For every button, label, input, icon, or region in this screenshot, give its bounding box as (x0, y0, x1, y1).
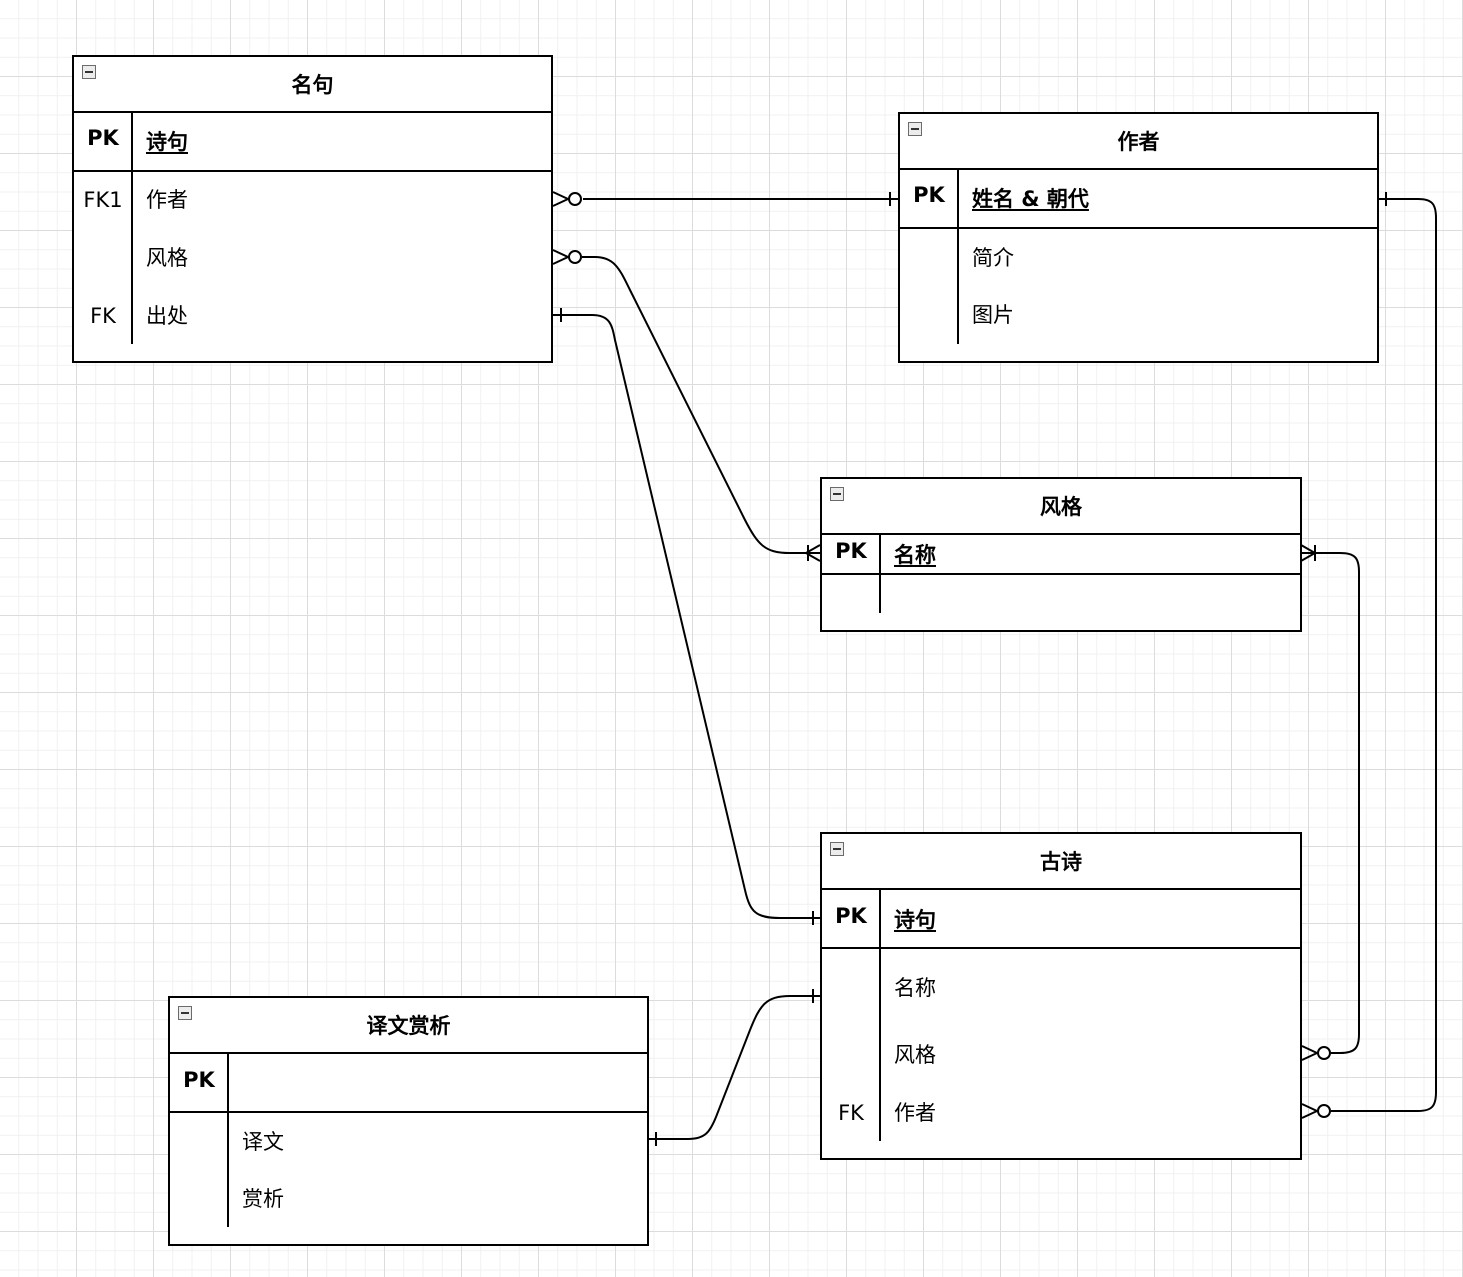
rel-mingju-source-to-gushi (553, 308, 820, 925)
field-row[interactable]: 图片 (900, 295, 1377, 335)
entity-title: 作者 (900, 114, 1377, 170)
rel-gushi-style-to-style (1300, 544, 1360, 1061)
pk-label: PK (87, 126, 119, 150)
field-row[interactable]: 名称 (822, 968, 1300, 1008)
primary-key-row[interactable]: PK 诗句 (74, 113, 551, 172)
field-row[interactable]: FK 作者 (822, 1093, 1300, 1133)
field-key: FK1 (83, 188, 123, 212)
primary-key-row[interactable]: PK (170, 1054, 647, 1113)
field-row[interactable]: FK 出处 (74, 296, 551, 336)
field-name: 风格 (894, 1043, 936, 1067)
field-name: 名称 (894, 976, 936, 1000)
field-row[interactable]: 简介 (900, 238, 1377, 278)
rel-yiwen-to-gushi (648, 989, 820, 1146)
column-divider (957, 229, 959, 344)
column-divider (131, 113, 133, 170)
pk-field: 诗句 (894, 908, 936, 932)
primary-key-row[interactable]: PK 诗句 (822, 890, 1300, 949)
entity-title: 古诗 (822, 834, 1300, 890)
pk-field: 姓名 & 朝代 (972, 187, 1089, 211)
column-divider (227, 1113, 229, 1227)
field-row[interactable]: 风格 (822, 1035, 1300, 1075)
primary-key-row[interactable]: PK 名称 (822, 535, 1300, 575)
field-key: FK (838, 1101, 864, 1125)
collapse-icon[interactable] (830, 842, 844, 856)
rel-mingju-style-to-style (552, 249, 821, 562)
field-name: 作者 (146, 188, 188, 212)
pk-label: PK (183, 1068, 215, 1092)
field-row[interactable]: FK1 作者 (74, 180, 551, 220)
pk-label: PK (835, 904, 867, 928)
entity-fengge[interactable]: 风格 PK 名称 (820, 477, 1302, 632)
entity-zuozhe[interactable]: 作者 PK 姓名 & 朝代 简介 图片 (898, 112, 1379, 363)
entity-gushi[interactable]: 古诗 PK 诗句 名称 风格 FK 作者 (820, 832, 1302, 1160)
column-divider (227, 1054, 229, 1111)
entity-mingju[interactable]: 名句 PK 诗句 FK1 作者 风格 FK 出处 (72, 55, 553, 363)
column-divider (131, 172, 133, 344)
field-name: 译文 (242, 1130, 284, 1154)
field-name: 出处 (146, 304, 188, 328)
entity-yiwen[interactable]: 译文赏析 PK 译文 赏析 (168, 996, 649, 1246)
entity-title: 风格 (822, 479, 1300, 535)
column-divider (879, 575, 881, 613)
field-name: 作者 (894, 1101, 936, 1125)
column-divider (957, 170, 959, 227)
field-row[interactable]: 赏析 (170, 1179, 647, 1219)
entity-title: 名句 (74, 57, 551, 113)
entity-title: 译文赏析 (170, 998, 647, 1054)
primary-key-row[interactable]: PK 姓名 & 朝代 (900, 170, 1377, 229)
field-row[interactable]: 译文 (170, 1122, 647, 1162)
collapse-icon[interactable] (908, 122, 922, 136)
field-row[interactable]: 风格 (74, 238, 551, 278)
collapse-icon[interactable] (82, 65, 96, 79)
column-divider (879, 890, 881, 947)
rel-mingju-author-to-author (552, 191, 898, 207)
field-key: FK (90, 304, 116, 328)
pk-field: 名称 (894, 543, 936, 567)
collapse-icon[interactable] (830, 487, 844, 501)
field-name: 赏析 (242, 1187, 284, 1211)
pk-label: PK (913, 183, 945, 207)
pk-label: PK (835, 539, 867, 563)
field-name: 风格 (146, 246, 188, 270)
column-divider (879, 535, 881, 573)
rel-gushi-author-to-author (1301, 192, 1437, 1119)
collapse-icon[interactable] (178, 1006, 192, 1020)
column-divider (879, 949, 881, 1141)
pk-field: 诗句 (146, 130, 188, 154)
field-name: 简介 (972, 246, 1014, 270)
field-name: 图片 (972, 303, 1014, 327)
